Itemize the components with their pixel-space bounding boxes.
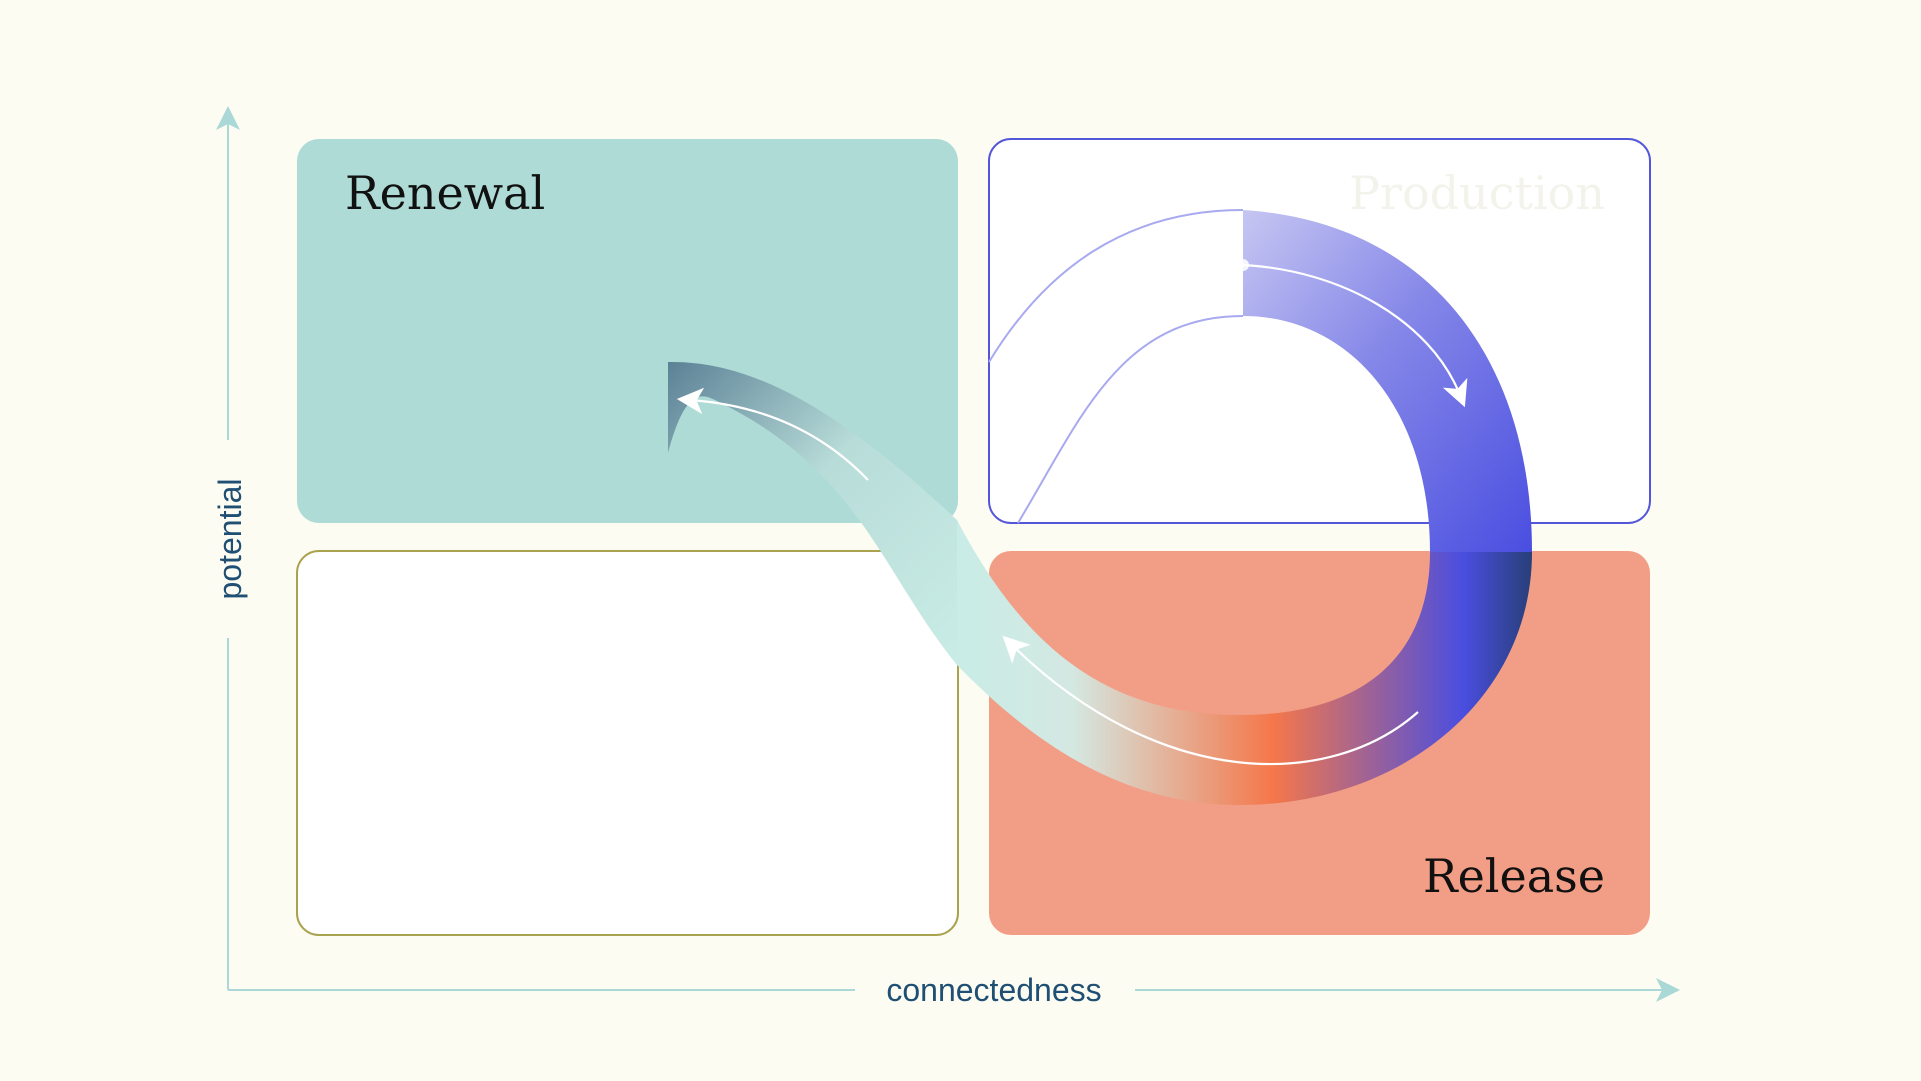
renewal-direction-arrow bbox=[676, 387, 869, 481]
production-label: Production bbox=[1349, 166, 1605, 220]
y-axis-label: potential bbox=[212, 479, 248, 600]
production-direction-arrow bbox=[1242, 263, 1468, 408]
production-flow-band bbox=[1243, 210, 1532, 552]
y-axis-label-gap bbox=[214, 440, 242, 638]
growth-curve-outer bbox=[988, 209, 1244, 363]
x-axis-label: connectedness bbox=[886, 972, 1101, 1008]
empty-quadrant bbox=[296, 550, 959, 936]
growth-curve-inner bbox=[1017, 315, 1244, 524]
release-direction-arrow bbox=[1002, 635, 1419, 766]
release-label: Release bbox=[1423, 849, 1605, 903]
renewal-label: Renewal bbox=[345, 166, 545, 220]
